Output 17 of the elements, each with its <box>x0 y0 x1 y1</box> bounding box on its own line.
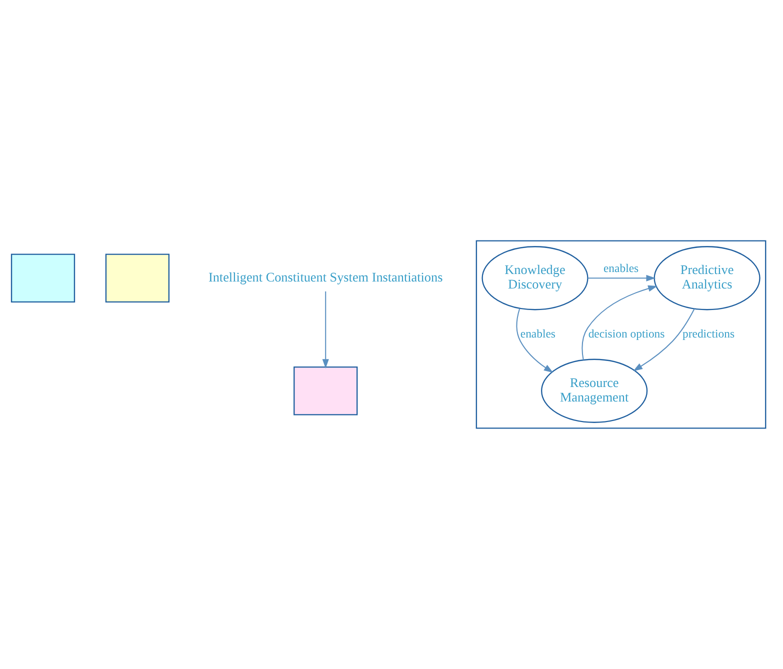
edge-label: enables <box>603 262 639 276</box>
arrow <box>582 285 658 360</box>
node-ellipse: Predictive Analytics <box>654 246 760 310</box>
edge-label: enables <box>520 327 556 340</box>
node-box <box>294 366 358 416</box>
arrow <box>633 308 695 372</box>
node-ellipse: Knowledge Discovery <box>482 246 588 310</box>
edge-label: predictions <box>682 327 735 340</box>
node-ellipse: Resource Management <box>541 358 648 423</box>
arrow <box>322 291 329 369</box>
edge-label: decision options <box>588 327 665 340</box>
cluster <box>476 240 766 429</box>
node-text: Intelligent Constituent System Instantiations <box>208 269 443 284</box>
arrow <box>588 274 656 282</box>
node-box <box>10 254 76 302</box>
node-box <box>105 254 170 302</box>
arrow <box>516 308 554 373</box>
